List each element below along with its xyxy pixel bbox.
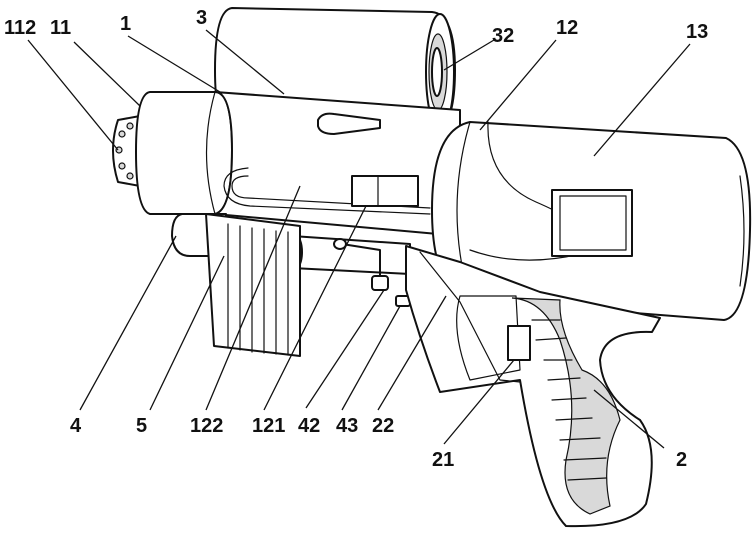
callout-11: 11 — [50, 17, 71, 39]
callout-122: 122 — [190, 415, 223, 437]
callout-22: 22 — [372, 415, 394, 437]
callout-13: 13 — [686, 21, 708, 43]
callout-1: 1 — [120, 13, 131, 35]
callout-2: 2 — [676, 449, 687, 471]
callout-43: 43 — [336, 415, 358, 437]
callout-42: 42 — [298, 415, 320, 437]
callout-121: 121 — [252, 415, 285, 437]
callout-21: 21 — [432, 449, 454, 471]
callout-3: 3 — [196, 7, 207, 29]
callout-5: 5 — [136, 415, 147, 437]
fin-block — [206, 214, 300, 356]
callout-12: 12 — [556, 17, 578, 39]
callout-32: 32 — [492, 25, 514, 47]
callout-112: 112 — [4, 17, 36, 39]
callout-4: 4 — [70, 415, 82, 437]
